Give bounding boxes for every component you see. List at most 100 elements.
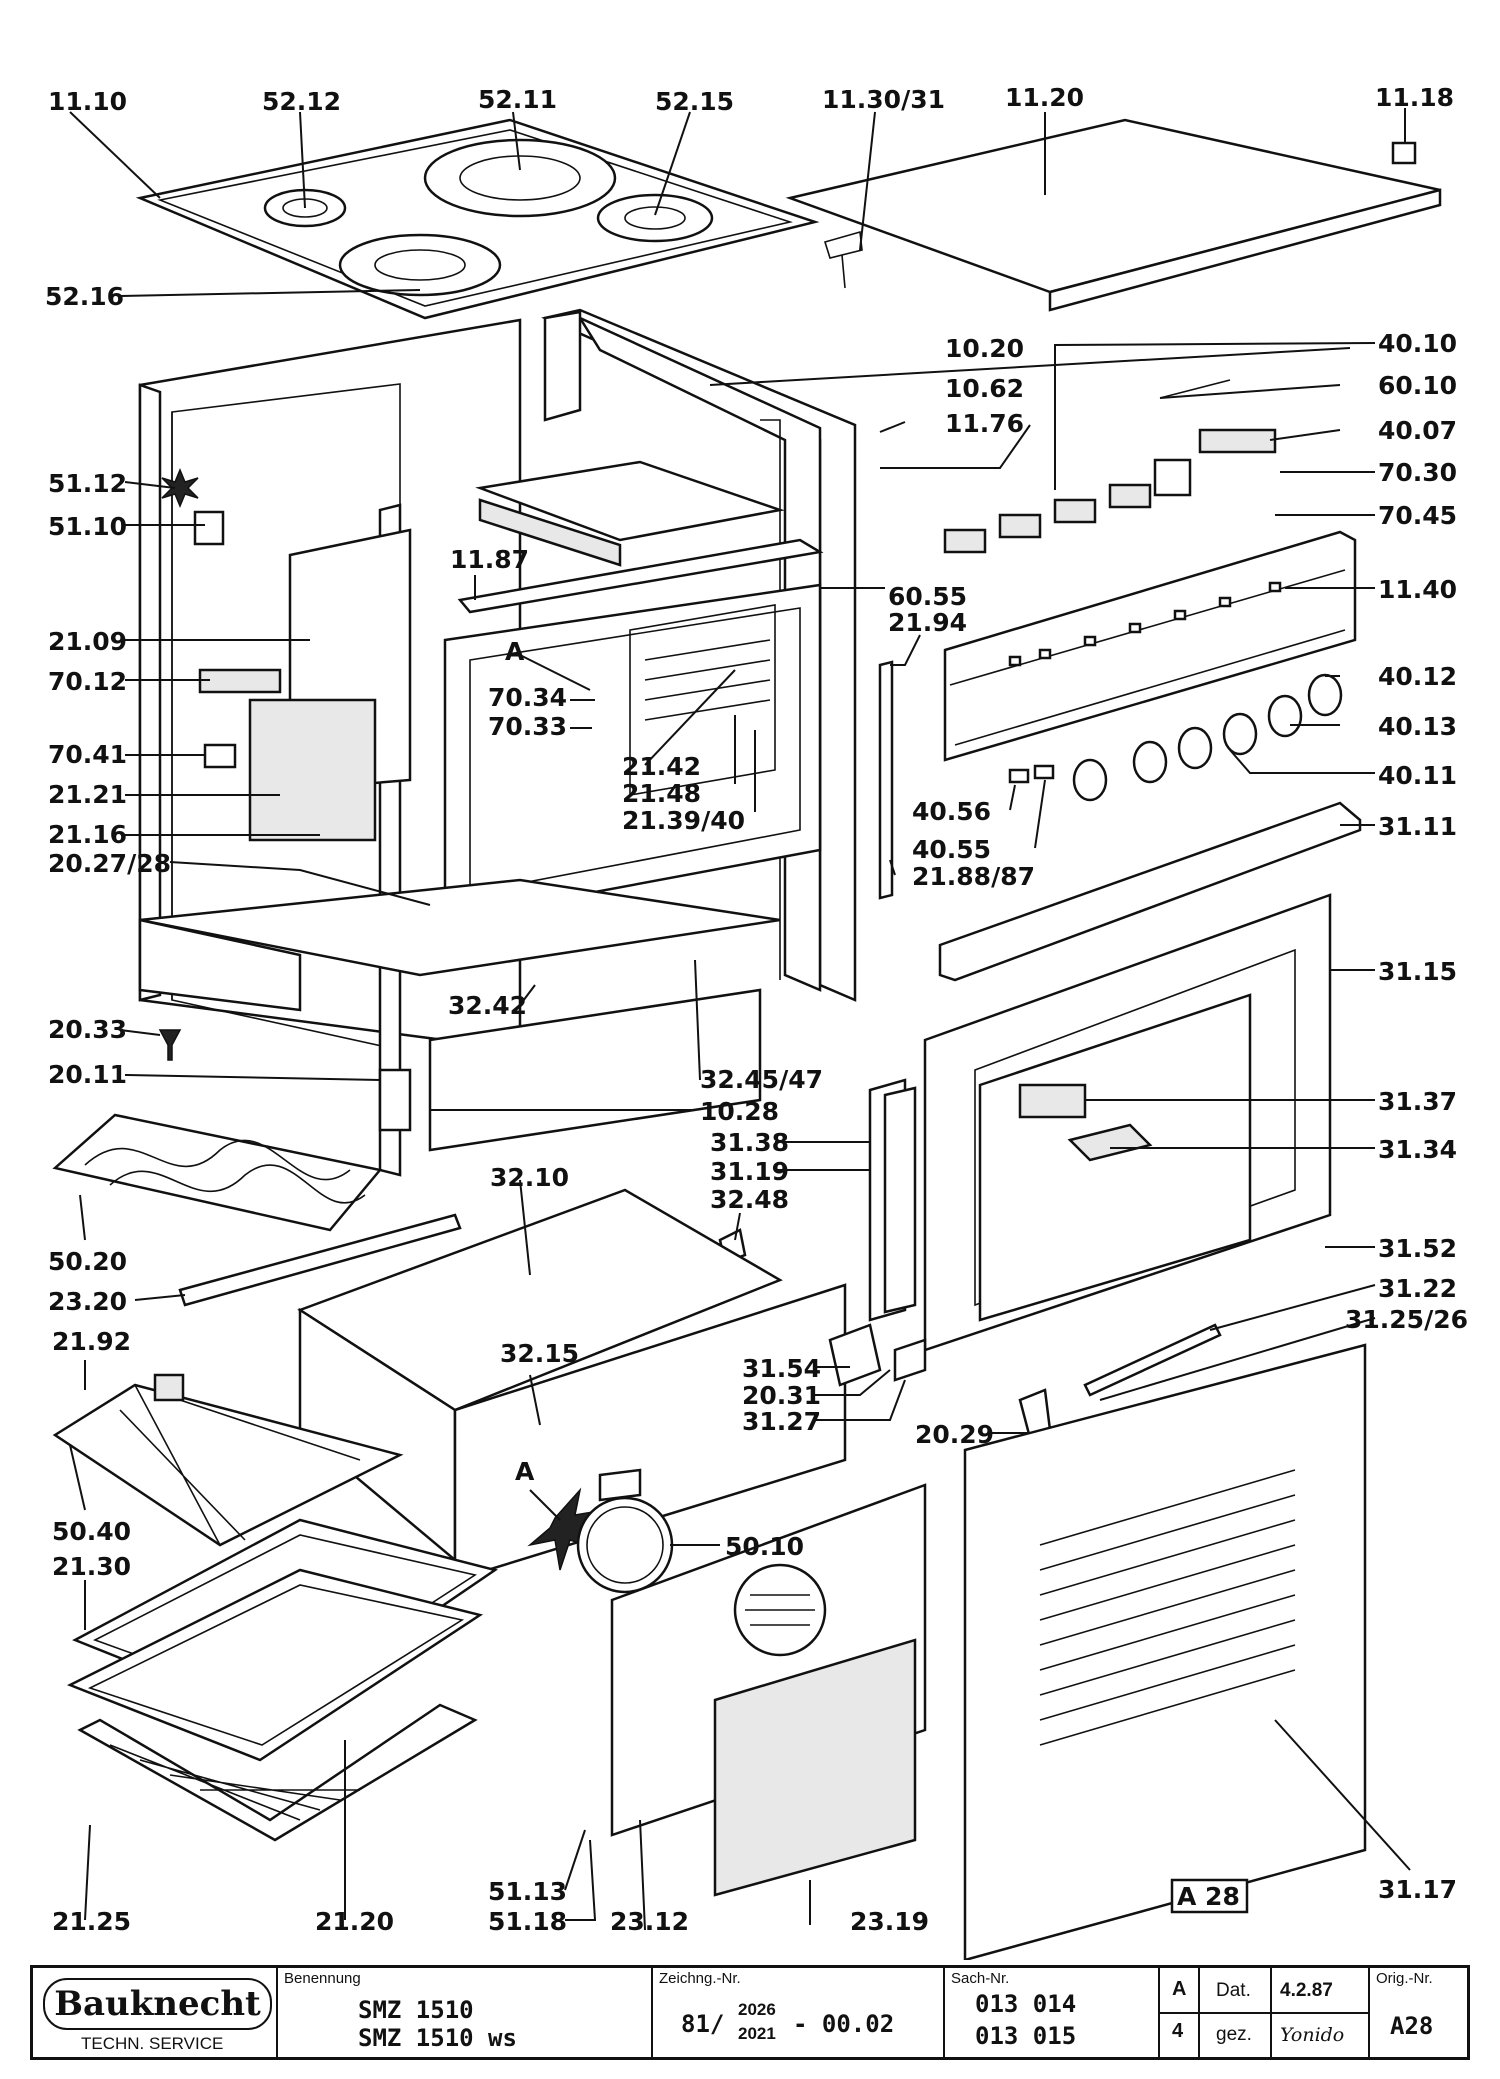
rev-4: 4 (1172, 2020, 1184, 2042)
callout-23-20: 23.20 (48, 1287, 127, 1316)
spring-31-25 (1083, 1323, 1222, 1397)
callout-50-20: 50.20 (48, 1247, 127, 1276)
foot-20-33 (158, 1029, 182, 1061)
callout-a-top: A (505, 637, 525, 666)
callout-50-40: 50.40 (52, 1517, 131, 1546)
sach-caption: Sach-Nr. (951, 1970, 1010, 1987)
model-1: SMZ 1510 (358, 1996, 474, 2024)
zeichnung-top: 2026 (738, 2000, 776, 2019)
gez-label: gez. (1216, 2024, 1252, 2045)
zeichnung-caption: Zeichng.-Nr. (659, 1970, 741, 1987)
callout-21-39-40: 21.39/40 (622, 806, 745, 835)
callout-51-18: 51.18 (488, 1907, 567, 1936)
benennung-caption: Benennung (284, 1970, 361, 1987)
callout-21-09: 21.09 (48, 627, 127, 656)
dat-value: 4.2.87 (1280, 1980, 1333, 2001)
orig-value: A28 (1390, 2012, 1434, 2040)
gez-signature: Yonido (1280, 2024, 1345, 2046)
callout-52-11: 52.11 (478, 85, 557, 114)
callout-60-10: 60.10 (1378, 371, 1457, 400)
callout-11-20: 11.20 (1005, 83, 1084, 112)
part-70-41 (203, 743, 237, 769)
benennung-cell: Benennung SMZ 1510 SMZ 1510 ws (278, 1968, 653, 2057)
callout-31-11: 31.11 (1378, 812, 1457, 841)
callout-23-19: 23.19 (850, 1907, 929, 1936)
oven-door (923, 893, 1332, 1352)
sach-cell: Sach-Nr. 013 014 013 015 (945, 1968, 1160, 2057)
callout-70-30: 70.30 (1378, 458, 1457, 487)
callout-20-29: 20.29 (915, 1420, 994, 1449)
leader-lines (69, 108, 1411, 1931)
burner-52-15 (596, 193, 714, 243)
top-rail-11-87 (457, 538, 824, 614)
callout-11-87: 11.87 (450, 545, 529, 574)
hob-top-plate (135, 118, 820, 320)
callout-51-13: 51.13 (488, 1877, 567, 1906)
part-31-34 (1067, 1123, 1153, 1162)
callout-40-55: 40.55 (912, 835, 991, 864)
callout-31-19: 31.19 (710, 1157, 789, 1186)
callout-60-55: 60.55 (888, 582, 967, 611)
rod-21-88 (878, 660, 894, 900)
callout-40-11: 40.11 (1378, 761, 1457, 790)
callout-31-25-26: 31.25/26 (1345, 1305, 1468, 1334)
callout-31-15: 31.15 (1378, 957, 1457, 986)
filter-23-19 (713, 1638, 917, 1897)
callout-21-25: 21.25 (52, 1907, 131, 1936)
callout-20-31: 20.31 (742, 1381, 821, 1410)
callout-32-15: 32.15 (500, 1339, 579, 1368)
storage-drawer (297, 1188, 847, 1582)
callout-40-13: 40.13 (1378, 712, 1457, 741)
callout-11-40: 11.40 (1378, 575, 1457, 604)
callout-31-34: 31.34 (1378, 1135, 1457, 1164)
callout-21-92: 21.92 (52, 1327, 131, 1356)
wire-rack-50-40 (52, 1373, 404, 1547)
callout-52-12: 52.12 (262, 87, 341, 116)
cover-lid (785, 118, 1442, 312)
zeichnung-cell: Zeichng.-Nr. 81/ 2026 2021 - 00.02 (653, 1968, 945, 2057)
callout-21-16: 21.16 (48, 820, 127, 849)
switches-70-30 (943, 379, 1277, 554)
control-panel (943, 530, 1357, 762)
part-20-11 (378, 1068, 412, 1132)
door-glass (868, 1078, 917, 1322)
burner-52-11 (423, 138, 617, 218)
callout-40-56: 40.56 (912, 797, 991, 826)
callout-50-10: 50.10 (725, 1532, 804, 1561)
ref-box-a28 (1170, 1878, 1249, 1914)
brand-subtitle: TECHN. SERVICE (81, 2034, 224, 2053)
callout-31-38: 31.38 (710, 1128, 789, 1157)
callout-31-54: 31.54 (742, 1354, 821, 1383)
callout-70-41: 70.41 (48, 740, 127, 769)
grid-21-25 (77, 1703, 478, 1842)
callout-31-22: 31.22 (1378, 1274, 1457, 1303)
door-trim-31-11 (938, 801, 1362, 982)
oven-cavity (248, 528, 822, 922)
zeichnung-bottom: 2021 (738, 2024, 776, 2043)
small-part-11-18 (1391, 141, 1417, 165)
callout-10-28: 10.28 (700, 1097, 779, 1126)
callout-21-88-87: 21.88/87 (912, 862, 1035, 891)
bottom-frame (139, 878, 781, 977)
callout-11-30-31: 11.30/31 (822, 85, 945, 114)
callout-11-18: 11.18 (1375, 83, 1454, 112)
callout-10-20: 10.20 (945, 334, 1024, 363)
callout-labels: 11.10 52.12 52.11 52.15 11.30/31 11.20 1… (45, 83, 1468, 1936)
rev-cell: A 4 (1160, 1968, 1200, 2057)
side-panel-31-17 (963, 1343, 1367, 1960)
callout-32-10: 32.10 (490, 1163, 569, 1192)
callout-40-10: 40.10 (1378, 329, 1457, 358)
callout-51-12: 51.12 (48, 469, 127, 498)
callout-32-45-47: 32.45/47 (700, 1065, 823, 1094)
callout-31-27: 31.27 (742, 1407, 821, 1436)
callout-10-62: 10.62 (945, 374, 1024, 403)
brand-logo: Bauknecht (43, 1978, 272, 2030)
callout-a-bottom: A (515, 1457, 535, 1486)
callout-40-07: 40.07 (1378, 416, 1457, 445)
brand-name: Bauknecht (54, 1984, 261, 2024)
model-2: SMZ 1510 ws (358, 2024, 517, 2052)
callout-31-37: 31.37 (1378, 1087, 1457, 1116)
callout-23-12: 23.12 (610, 1907, 689, 1936)
callout-51-10: 51.10 (48, 512, 127, 541)
callout-31-52: 31.52 (1378, 1234, 1457, 1263)
